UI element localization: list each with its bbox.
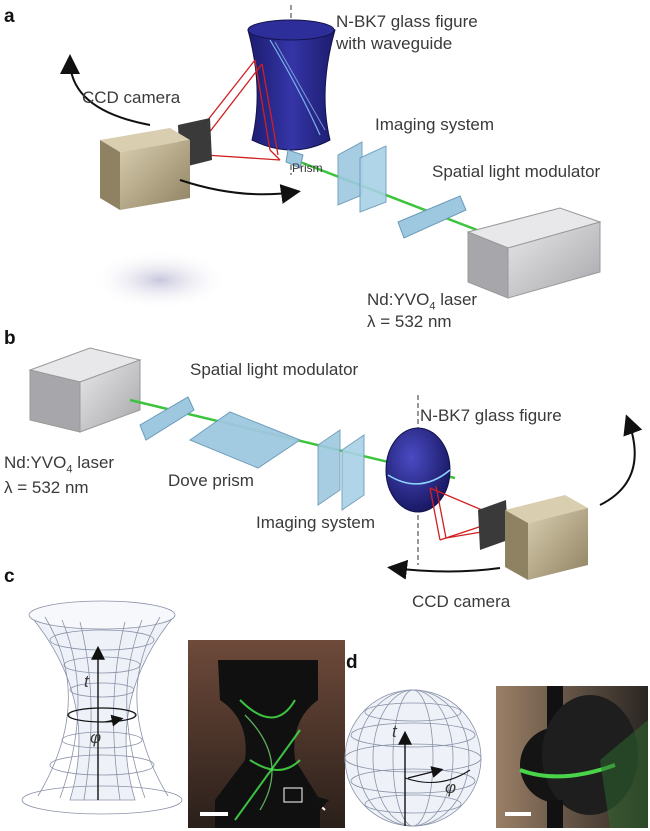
- panel-letter-b: b: [4, 328, 16, 349]
- laser-sub-b: 4: [66, 463, 73, 476]
- laser-b: [28, 347, 142, 433]
- panel-letter-d: d: [346, 652, 358, 673]
- axis-t-d: t: [392, 722, 397, 741]
- laser-label-b: Nd:YVO4 laser: [4, 453, 114, 479]
- laser-sub-a: 4: [429, 300, 436, 313]
- laser-name-b: Nd:YVO: [4, 453, 67, 472]
- sphere-mesh: [344, 689, 482, 827]
- prism-a: [285, 149, 304, 169]
- red-rays-a: [199, 59, 281, 161]
- glass-figure-label-a-line2: with waveguide: [336, 34, 453, 53]
- photo-sphere: [496, 686, 648, 828]
- prism-label-a: Prism: [292, 161, 323, 175]
- slm-label-a: Spatial light modulator: [432, 162, 601, 181]
- glass-figure-a: [247, 19, 336, 151]
- glass-figure-label-a-line1: N-BK7 glass figure: [336, 12, 478, 31]
- panel-letter-a: a: [4, 6, 15, 27]
- ccd-camera-label-a: CCD camera: [82, 88, 181, 107]
- panel-c: [21, 600, 345, 828]
- laser-wavelength-a: λ = 532 nm: [367, 312, 452, 331]
- axis-t-c: t: [84, 672, 89, 691]
- imaging-system-b: [317, 429, 365, 511]
- laser-suffix-a: laser: [435, 290, 478, 309]
- laser-beam-a: [299, 160, 491, 237]
- panel-a: [60, 5, 602, 310]
- imaging-system-label-a: Imaging system: [375, 115, 495, 134]
- ccd-camera-b: [478, 495, 588, 580]
- axis-phi-d: φ: [445, 778, 457, 797]
- panel-d: [344, 686, 648, 828]
- dove-prism-b: [188, 411, 302, 469]
- imaging-system-label-b: Imaging system: [256, 513, 376, 532]
- slm-a: [397, 195, 467, 239]
- ccd-camera-a: [100, 118, 212, 210]
- rotate-arrow-a-right: [179, 179, 301, 204]
- dove-prism-label-b: Dove prism: [168, 471, 254, 490]
- laser-name-a: Nd:YVO: [367, 290, 430, 309]
- photo-hourglass: [188, 640, 345, 828]
- glass-figure-label-b: N-BK7 glass figure: [420, 406, 562, 425]
- panel-letter-c: c: [4, 566, 15, 587]
- panel-b: [28, 347, 643, 580]
- glass-figure-b: [385, 427, 451, 513]
- laser-a: [466, 207, 602, 299]
- laser-suffix-b: laser: [72, 453, 115, 472]
- axis-phi-c: φ: [90, 728, 102, 747]
- slm-label-b: Spatial light modulator: [190, 360, 359, 379]
- laser-label-a: Nd:YVO4 laser: [367, 290, 477, 316]
- ccd-camera-label-b: CCD camera: [412, 592, 511, 611]
- rotate-arrow-a-up: [60, 54, 151, 126]
- rotate-arrow-b-left: [387, 559, 501, 580]
- imaging-system-a: [337, 141, 387, 213]
- slm-b: [139, 396, 195, 441]
- laser-wavelength-b: λ = 532 nm: [4, 478, 89, 497]
- rotate-arrow-b-up: [599, 414, 643, 506]
